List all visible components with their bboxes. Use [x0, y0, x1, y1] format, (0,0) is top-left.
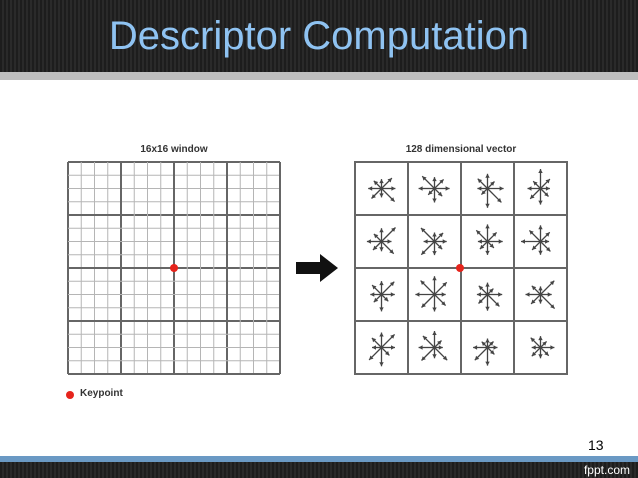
keypoint-marker-left	[170, 264, 178, 272]
orientation-histogram-icon	[527, 169, 551, 205]
vector-panel-title: 128 dimensional vector	[405, 144, 517, 155]
window-panel-title: 16x16 window	[140, 144, 208, 155]
orientation-histogram-icon	[418, 331, 448, 361]
orientation-histogram-icon	[476, 282, 503, 311]
keypoint-marker-right	[456, 264, 464, 272]
orientation-histogram-icon	[477, 173, 504, 208]
orientation-histogram-icon	[475, 224, 503, 255]
footer-accent-strip	[0, 456, 638, 462]
orientation-histogram-icon	[521, 225, 551, 255]
orientation-histogram-icon	[420, 227, 447, 256]
keypoint-legend-icon	[66, 391, 74, 399]
brand-label: fppt.com	[583, 463, 630, 477]
legend-label: Keypoint	[80, 388, 123, 399]
orientation-histogram-icon	[366, 227, 396, 255]
right-arrow-icon	[296, 254, 338, 282]
descriptor-grid	[354, 161, 568, 375]
orientation-histogram-icon	[368, 332, 396, 367]
orientation-histogram-icon	[525, 280, 556, 310]
orientation-histogram-icon	[418, 175, 450, 203]
footer-bar	[0, 462, 638, 478]
orientation-histogram-icon	[368, 177, 396, 203]
orientation-histogram-icon	[415, 276, 448, 312]
orientation-histogram-icon	[530, 336, 555, 359]
page-number: 13	[588, 437, 604, 453]
slide-title: Descriptor Computation	[108, 14, 530, 58]
header-bar	[0, 0, 638, 72]
orientation-histogram-icon	[370, 281, 395, 312]
orientation-histogram-icon	[473, 338, 498, 366]
header-accent-strip	[0, 72, 638, 80]
